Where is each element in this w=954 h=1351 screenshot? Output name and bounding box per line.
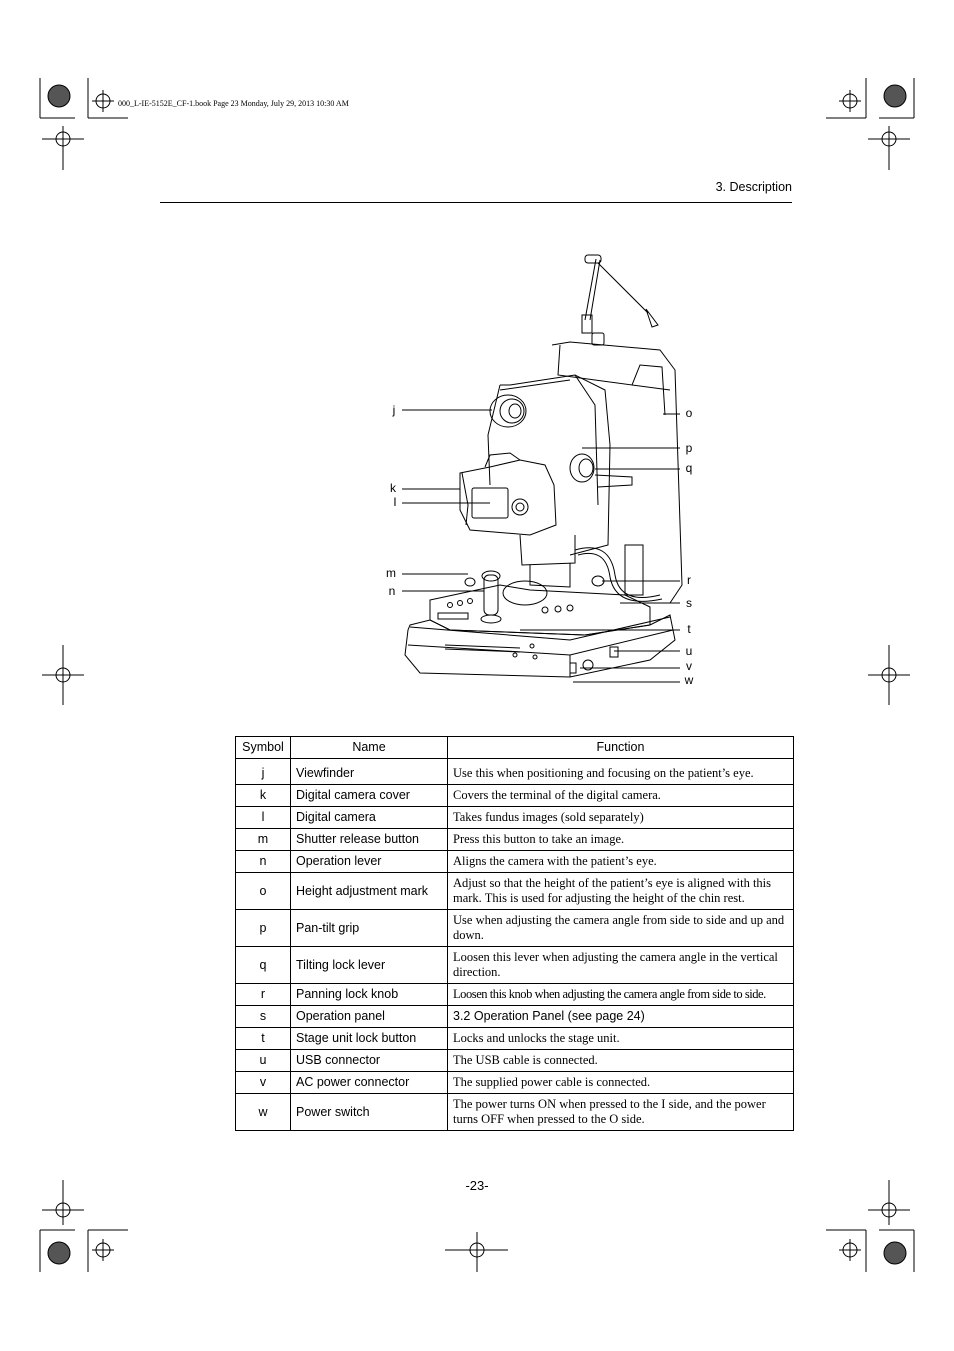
table-row: r Panning lock knob Loosen this knob whe… xyxy=(235,983,794,1006)
function-cell: 3.2 Operation Panel (see page 24) xyxy=(447,1005,794,1028)
function-cell: Takes fundus images (sold separately) xyxy=(447,806,794,829)
symbol-cell: u xyxy=(235,1049,291,1072)
callout-j: j xyxy=(392,403,396,417)
page-number: -23- xyxy=(465,1178,489,1193)
table-row: t Stage unit lock button Locks and unloc… xyxy=(235,1027,794,1050)
symbol-cell: o xyxy=(235,872,291,910)
name-cell: Digital camera xyxy=(290,806,448,829)
callout-v: v xyxy=(686,659,692,673)
parts-table: Symbol Name Function j Viewfinder Use th… xyxy=(235,736,794,1131)
callout-p: p xyxy=(685,441,693,455)
callout-l: l xyxy=(393,495,397,509)
table-row: j Viewfinder Use this when positioning a… xyxy=(235,763,794,785)
symbol-cell: m xyxy=(235,828,291,851)
section-title: 3. Description xyxy=(715,180,792,194)
callout-o: o xyxy=(685,406,693,420)
name-cell: Height adjustment mark xyxy=(290,872,448,910)
name-cell: Stage unit lock button xyxy=(290,1027,448,1050)
symbol-cell: t xyxy=(235,1027,291,1050)
function-cell: The supplied power cable is connected. xyxy=(447,1071,794,1094)
symbol-cell: k xyxy=(235,784,291,807)
callout-n: n xyxy=(388,584,396,598)
function-cell: Covers the terminal of the digital camer… xyxy=(447,784,794,807)
name-cell: USB connector xyxy=(290,1049,448,1072)
table-row: o Height adjustment mark Adjust so that … xyxy=(235,872,794,910)
header-name: Name xyxy=(290,736,448,759)
table-row: m Shutter release button Press this butt… xyxy=(235,828,794,851)
callout-q: q xyxy=(685,461,693,475)
header-gap xyxy=(235,758,794,763)
book-file-line: 000_L-IE-5152E_CF-1.book Page 23 Monday,… xyxy=(118,99,349,108)
callout-s: s xyxy=(686,596,692,610)
name-cell: Operation lever xyxy=(290,850,448,873)
table-row: v AC power connector The supplied power … xyxy=(235,1071,794,1094)
header-function: Function xyxy=(447,736,794,759)
callout-m: m xyxy=(386,566,396,580)
name-cell: Panning lock knob xyxy=(290,983,448,1006)
name-cell: Power switch xyxy=(290,1093,448,1131)
symbol-cell: j xyxy=(235,763,291,785)
function-cell: Loosen this knob when adjusting the came… xyxy=(447,983,794,1006)
table-row: l Digital camera Takes fundus images (so… xyxy=(235,806,794,829)
table-header-row: Symbol Name Function xyxy=(235,736,794,759)
table-row: p Pan-tilt grip Use when adjusting the c… xyxy=(235,909,794,947)
name-cell: Viewfinder xyxy=(290,763,448,785)
function-cell: Use this when positioning and focusing o… xyxy=(447,763,794,785)
name-cell: Tilting lock lever xyxy=(290,946,448,984)
symbol-cell: v xyxy=(235,1071,291,1094)
table-row: q Tilting lock lever Loosen this lever w… xyxy=(235,946,794,984)
function-cell: Use when adjusting the camera angle from… xyxy=(447,909,794,947)
callout-t: t xyxy=(687,622,691,636)
callout-w: w xyxy=(684,673,694,687)
fundus-camera-illustration xyxy=(402,254,683,683)
function-cell: Aligns the camera with the patient’s eye… xyxy=(447,850,794,873)
table-row: u USB connector The USB cable is connect… xyxy=(235,1049,794,1072)
table-row: s Operation panel 3.2 Operation Panel (s… xyxy=(235,1005,794,1028)
function-cell: Loosen this lever when adjusting the cam… xyxy=(447,946,794,984)
symbol-cell: p xyxy=(235,909,291,947)
header-symbol: Symbol xyxy=(235,736,291,759)
symbol-cell: r xyxy=(235,983,291,1006)
name-cell: Shutter release button xyxy=(290,828,448,851)
symbol-cell: w xyxy=(235,1093,291,1131)
name-cell: Pan-tilt grip xyxy=(290,909,448,947)
name-cell: AC power connector xyxy=(290,1071,448,1094)
callout-k: k xyxy=(390,481,396,495)
name-cell: Digital camera cover xyxy=(290,784,448,807)
function-cell: Adjust so that the height of the patient… xyxy=(447,872,794,910)
symbol-cell: n xyxy=(235,850,291,873)
symbol-cell: s xyxy=(235,1005,291,1028)
header-rule xyxy=(160,202,792,203)
function-cell: Locks and unlocks the stage unit. xyxy=(447,1027,794,1050)
function-cell: The power turns ON when pressed to the I… xyxy=(447,1093,794,1131)
function-cell: Press this button to take an image. xyxy=(447,828,794,851)
table-row: n Operation lever Aligns the camera with… xyxy=(235,850,794,873)
function-cell: The USB cable is connected. xyxy=(447,1049,794,1072)
symbol-cell: l xyxy=(235,806,291,829)
callout-r: r xyxy=(687,573,691,587)
table-row: w Power switch The power turns ON when p… xyxy=(235,1093,794,1131)
callout-u: u xyxy=(685,644,693,658)
symbol-cell: q xyxy=(235,946,291,984)
name-cell: Operation panel xyxy=(290,1005,448,1028)
table-row: k Digital camera cover Covers the termin… xyxy=(235,784,794,807)
